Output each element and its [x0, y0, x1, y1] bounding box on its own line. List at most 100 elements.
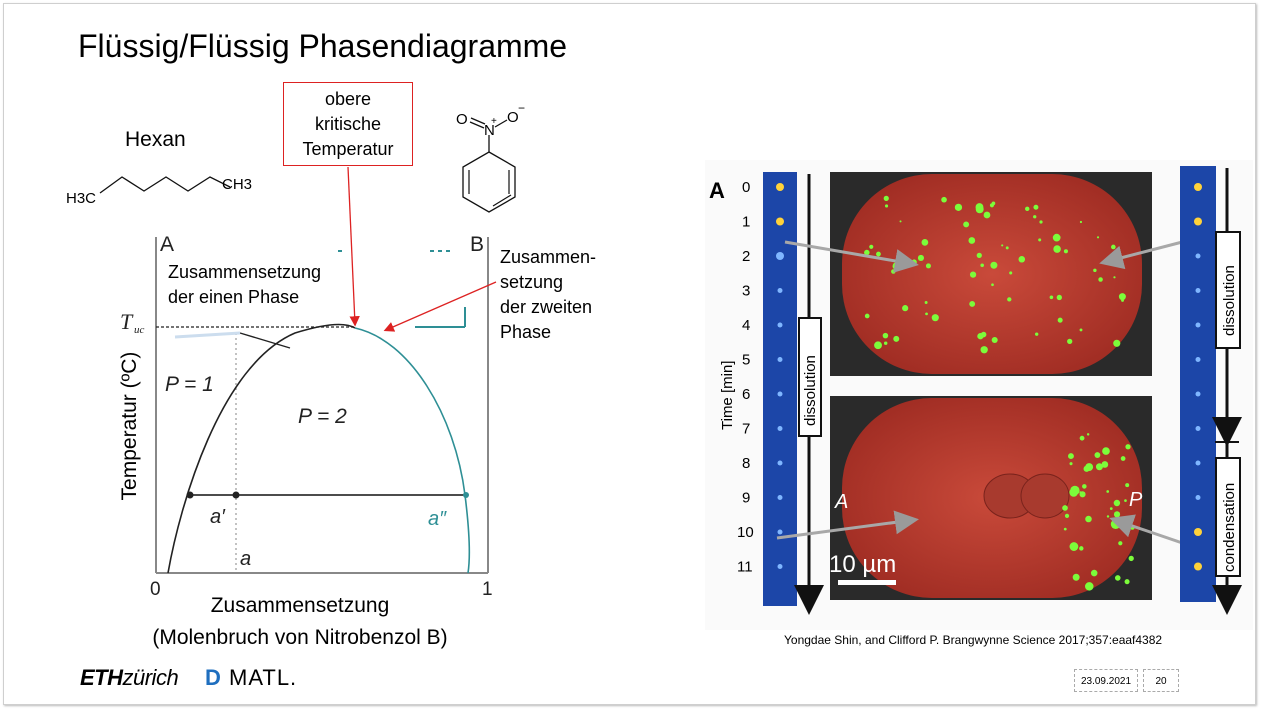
strip-dot: [777, 288, 783, 293]
hexane-label: Hexan: [125, 128, 186, 151]
critical-line-2: kritische: [314, 114, 381, 134]
granule: [980, 263, 984, 268]
granule: [1106, 515, 1110, 518]
granule: [1102, 447, 1110, 455]
granule: [1067, 338, 1073, 344]
strip-dot: [1195, 391, 1201, 397]
granule: [1007, 297, 1012, 302]
granule: [1111, 244, 1116, 250]
strip-dot: [777, 391, 783, 397]
time-tick: 0: [742, 179, 750, 196]
x-axis-sublabel: (Molenbruch von Nitrobenzol B): [152, 626, 448, 649]
tuc-label: T: [120, 309, 134, 334]
composition-two-line-2: setzung: [500, 272, 564, 292]
composition-two-line-4: Phase: [500, 322, 552, 342]
strip-dot: [776, 183, 784, 191]
left-dissolution-label: dissolution: [802, 355, 819, 426]
granule: [869, 244, 874, 249]
strip-dot: [777, 495, 783, 500]
strip-dot: [1194, 217, 1202, 226]
granule: [990, 261, 998, 269]
granule: [924, 301, 928, 304]
strip-dot: [777, 564, 783, 569]
nitro-o-left: O: [456, 111, 468, 128]
granule: [963, 221, 970, 228]
nitro-o-right: O: [507, 109, 519, 126]
time-tick: 9: [742, 490, 750, 507]
granule: [1098, 277, 1103, 282]
granule: [1069, 462, 1073, 466]
granule: [1085, 582, 1094, 591]
strip-dot: [1194, 562, 1202, 571]
strip-dot: [1195, 322, 1201, 328]
composition-two-line-3: der zweiten: [500, 297, 593, 317]
granule: [893, 335, 900, 342]
granule: [1125, 483, 1130, 488]
annotation-arrows: [347, 166, 497, 332]
time-tick: 5: [742, 352, 750, 369]
granule: [1079, 435, 1085, 441]
granule: [941, 196, 947, 203]
granule: [883, 341, 888, 345]
granule: [902, 305, 909, 312]
granule: [1063, 249, 1068, 254]
nitro-plus: +: [491, 116, 497, 127]
granule: [969, 301, 976, 307]
time-tick: 8: [742, 455, 750, 472]
right-condensation-label: condensation: [1221, 483, 1238, 572]
panel-label: A: [709, 178, 725, 203]
granule: [1106, 490, 1110, 493]
granule: [1090, 569, 1098, 577]
right-blue-strip: [1180, 166, 1216, 602]
strip-dot: [777, 529, 783, 535]
strip-dot: [1195, 288, 1201, 293]
scale-bar: [838, 580, 896, 585]
granule: [991, 336, 998, 344]
granule: [1096, 236, 1100, 239]
x-tick-1: 1: [482, 579, 493, 600]
granule: [1057, 317, 1063, 323]
composition-two-line-1: Zusammen-: [500, 247, 597, 267]
granule: [1033, 215, 1037, 219]
hexane-right-group: CH3: [222, 176, 252, 193]
granule: [891, 269, 896, 274]
granule: [1113, 339, 1121, 347]
granule: [925, 263, 931, 269]
strip-dot: [777, 426, 783, 431]
granule: [1124, 499, 1127, 502]
strip-dot: [1195, 253, 1201, 259]
granule: [1062, 505, 1068, 511]
granule: [899, 220, 902, 223]
granule: [1101, 461, 1109, 468]
granule: [975, 203, 984, 211]
nitrobenzene-structure: N O O + −: [456, 101, 525, 213]
granule: [969, 271, 977, 278]
strip-dot: [1194, 183, 1202, 191]
strip-dot: [1195, 495, 1201, 500]
granule: [882, 332, 889, 339]
time-tick: 10: [737, 524, 754, 541]
strip-dot: [1194, 528, 1202, 536]
strip-dot: [777, 322, 783, 328]
granule: [1113, 499, 1121, 507]
granule: [1128, 555, 1134, 562]
granule: [1025, 206, 1030, 212]
corner-b: B: [470, 233, 484, 256]
slide-title: Flüssig/Flüssig Phasendiagramme: [78, 28, 568, 64]
granule: [968, 237, 976, 244]
strip-dot: [777, 357, 783, 362]
granule: [989, 203, 995, 208]
strip-dot: [1195, 426, 1201, 431]
granule: [1083, 465, 1090, 472]
dmatl-logo-text: MATL.: [229, 665, 298, 690]
eth-logo-zurich: zürich: [122, 665, 179, 690]
granule: [1053, 245, 1061, 253]
granule: [1120, 456, 1126, 461]
granule: [1118, 293, 1126, 301]
granule: [1070, 485, 1080, 496]
granule: [1079, 328, 1083, 332]
granule: [1093, 268, 1097, 273]
granule: [1072, 573, 1080, 581]
